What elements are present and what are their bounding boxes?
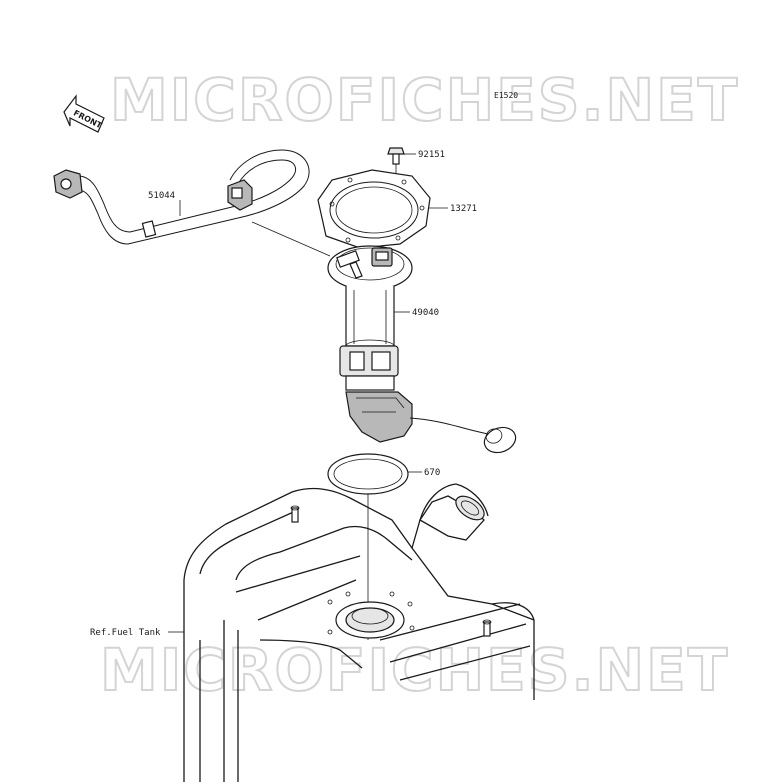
fuel-hose-part xyxy=(53,149,310,245)
callout-92151: 92151 xyxy=(418,150,445,160)
callout-670: 670 xyxy=(424,468,440,478)
callout-ref-fuel-tank: Ref.Fuel Tank xyxy=(90,628,161,638)
screw-part xyxy=(387,147,405,176)
watermark-top: MICROFICHES.NET xyxy=(110,66,739,134)
diagram-code: E1520 xyxy=(494,91,518,100)
gasket-plate-part xyxy=(317,169,431,249)
callout-13271: 13271 xyxy=(450,204,477,214)
front-arrow-icon: FRONT xyxy=(63,94,105,133)
fuel-tank-ref xyxy=(183,483,535,782)
callout-49040: 49040 xyxy=(412,308,439,318)
fuel-pump-part xyxy=(327,245,517,454)
watermark-bottom: MICROFICHES.NET xyxy=(100,636,729,704)
o-ring-part xyxy=(327,453,409,495)
callout-51044: 51044 xyxy=(148,191,175,201)
